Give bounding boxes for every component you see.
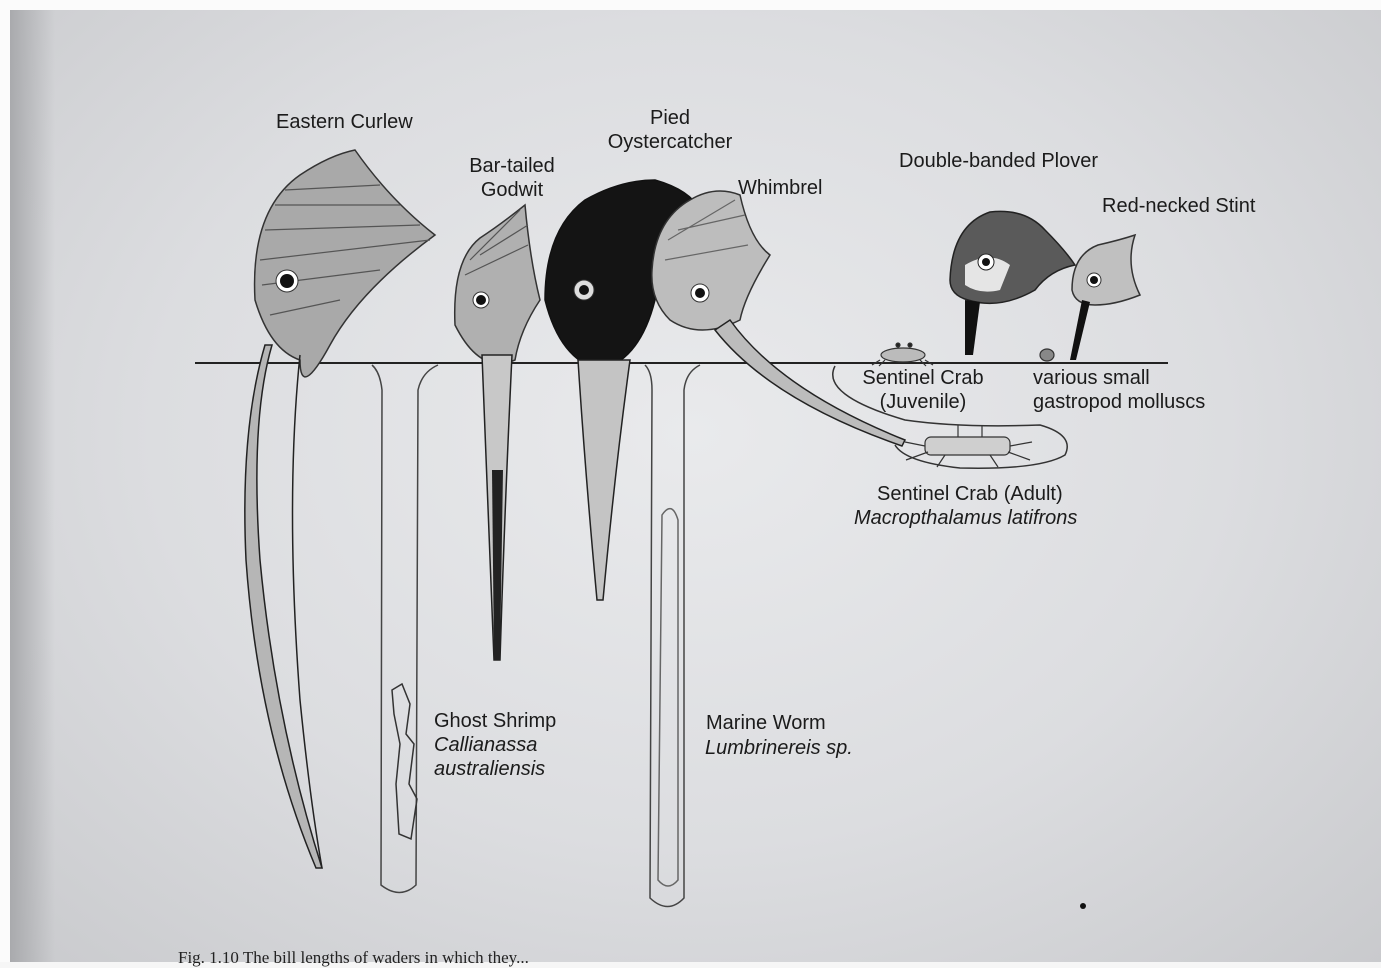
label-bar-tailed-godwit: Bar-tailed Godwit: [462, 154, 562, 202]
label-gastropods-line1: various small: [1033, 366, 1205, 390]
label-eastern-curlew: Eastern Curlew: [276, 110, 413, 134]
label-ghost-shrimp: Ghost Shrimp: [434, 709, 556, 733]
label-gastropods-line2: gastropod molluscs: [1033, 390, 1205, 414]
label-pied-oystercatcher-line1: Pied: [600, 106, 740, 130]
label-ghost-shrimp-scientific-line2: australiensis: [434, 757, 545, 781]
label-red-necked-stint: Red-necked Stint: [1102, 194, 1255, 218]
gastropod-shell: [1040, 349, 1054, 361]
label-pied-oystercatcher: Pied Oystercatcher: [600, 106, 740, 154]
dust-speck: [1080, 903, 1086, 909]
ghost-shrimp-burrow: [372, 365, 438, 893]
label-bar-tailed-godwit-line2: Godwit: [462, 178, 562, 202]
label-sentinel-crab-adult-scientific: Macropthalamus latifrons: [854, 506, 1077, 530]
eastern-curlew-head: [245, 150, 435, 868]
label-gastropods: various small gastropod molluscs: [1033, 366, 1205, 414]
label-marine-worm: Marine Worm: [706, 711, 826, 735]
marine-worm-burrow: [645, 365, 700, 907]
double-banded-plover-head: [950, 211, 1075, 355]
label-whimbrel: Whimbrel: [738, 176, 822, 200]
label-ghost-shrimp-scientific-line1: Callianassa: [434, 733, 537, 757]
label-pied-oystercatcher-line2: Oystercatcher: [600, 130, 740, 154]
label-sentinel-crab-juvenile: Sentinel Crab (Juvenile): [848, 366, 998, 414]
label-sentinel-crab-juvenile-line1: Sentinel Crab: [848, 366, 998, 390]
figure-caption: Fig. 1.10 The bill lengths of waders in …: [178, 948, 529, 968]
label-sentinel-crab-adult: Sentinel Crab (Adult): [877, 482, 1063, 506]
bar-tailed-godwit-head: [455, 205, 540, 660]
label-double-banded-plover: Double-banded Plover: [899, 149, 1098, 173]
label-sentinel-crab-juvenile-line2: (Juvenile): [848, 390, 998, 414]
label-marine-worm-scientific: Lumbrinereis sp.: [705, 736, 853, 760]
label-bar-tailed-godwit-line1: Bar-tailed: [462, 154, 562, 178]
sentinel-crab-adult: [905, 425, 1032, 467]
red-necked-stint-head: [1070, 235, 1140, 360]
